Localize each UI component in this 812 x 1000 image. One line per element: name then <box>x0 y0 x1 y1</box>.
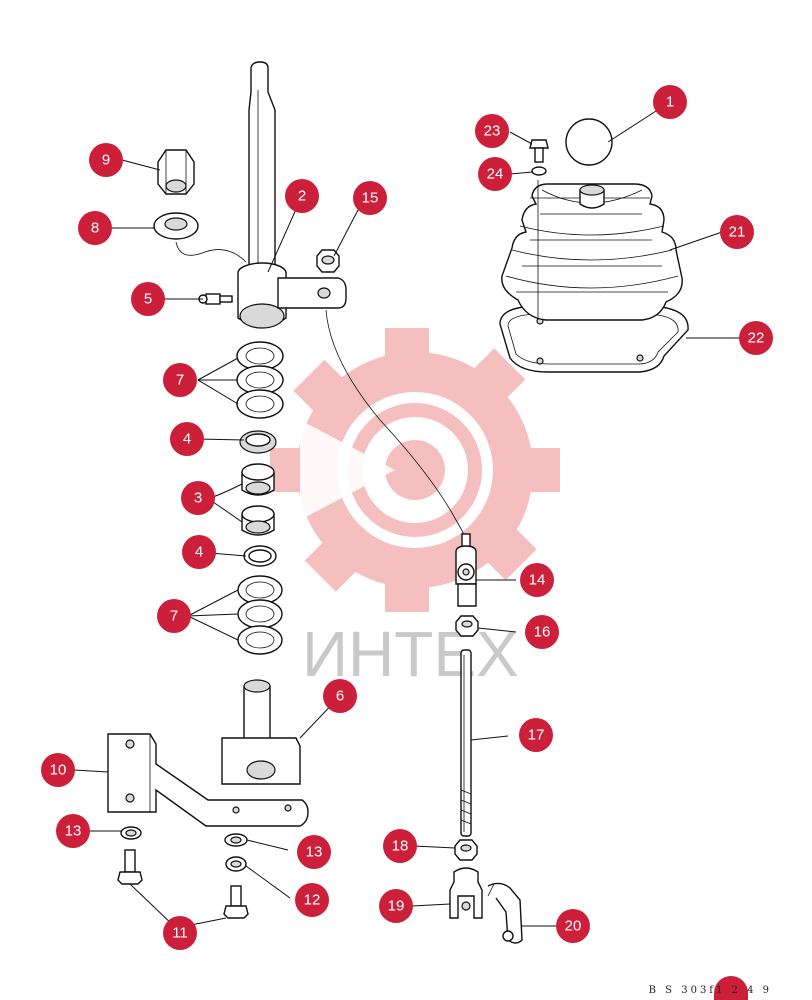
callout-13-left: 13 <box>56 814 90 848</box>
svg-text:3: 3 <box>194 490 202 507</box>
clevis-19 <box>449 867 483 919</box>
washer-stack-7-upper <box>236 341 284 419</box>
washer-8 <box>153 212 199 240</box>
svg-text:5: 5 <box>144 291 152 308</box>
bolt-11-right <box>223 885 249 919</box>
watermark-gear-logo <box>270 328 560 612</box>
callout-11: 11 <box>163 916 197 950</box>
svg-text:1: 1 <box>666 94 674 111</box>
nut-9 <box>157 149 195 195</box>
svg-text:8: 8 <box>91 220 99 237</box>
callout-7-lower: 7 <box>157 599 191 633</box>
ring-4-upper <box>239 430 277 454</box>
nut-15 <box>316 249 340 273</box>
nut-18 <box>454 839 478 861</box>
gear-lever-2 <box>175 61 347 329</box>
callout-10: 10 <box>41 753 75 787</box>
svg-text:24: 24 <box>487 166 504 183</box>
svg-text:13: 13 <box>65 823 82 840</box>
callout-1: 1 <box>653 85 687 119</box>
callout-23: 23 <box>475 114 509 148</box>
pivot-block-6 <box>221 679 301 785</box>
svg-text:22: 22 <box>748 330 765 347</box>
callout-13-right: 13 <box>297 835 331 869</box>
leader-lines <box>73 101 740 929</box>
boot-21 <box>501 180 683 321</box>
callout-7-upper: 7 <box>163 363 197 397</box>
callout-4-lower: 4 <box>182 535 216 569</box>
spring-clip-20 <box>487 882 523 944</box>
bushing-3-lower <box>241 505 275 536</box>
washer-24 <box>531 166 547 176</box>
callout-5: 5 <box>131 282 165 316</box>
callout-17: 17 <box>519 718 553 752</box>
callout-4-upper: 4 <box>170 422 204 456</box>
callout-24: 24 <box>478 157 512 191</box>
callout-18: 18 <box>383 829 417 863</box>
callout-16: 16 <box>525 615 559 649</box>
svg-text:20: 20 <box>565 918 582 935</box>
callout-6: 6 <box>323 679 357 713</box>
callout-12: 12 <box>295 883 329 917</box>
callout-20: 20 <box>556 909 590 943</box>
ring-4-lower <box>243 545 277 567</box>
grease-nipple-5 <box>198 293 233 305</box>
callout-2: 2 <box>285 179 319 213</box>
svg-text:2: 2 <box>298 188 306 205</box>
bolt-11-left <box>117 849 143 885</box>
code-badge <box>714 976 748 1000</box>
svg-text:9: 9 <box>102 152 110 169</box>
svg-text:16: 16 <box>534 624 551 641</box>
svg-text:6: 6 <box>336 688 344 705</box>
callout-9: 9 <box>89 143 123 177</box>
callout-3: 3 <box>181 481 215 515</box>
drawing-code: B S 303f1 2 4 9 <box>648 985 772 996</box>
washer-stack-7-lower <box>237 575 283 655</box>
washer-13-right <box>224 833 248 847</box>
bracket-10 <box>107 733 309 827</box>
svg-text:18: 18 <box>392 838 409 855</box>
svg-text:10: 10 <box>50 762 67 779</box>
watermark-text: ИНТЕХ <box>302 618 519 690</box>
cable-line <box>325 309 469 549</box>
svg-text:4: 4 <box>195 544 203 561</box>
callout-8: 8 <box>78 211 112 245</box>
washer-12 <box>225 856 247 872</box>
svg-text:7: 7 <box>176 372 184 389</box>
callout-19: 19 <box>379 889 413 923</box>
callout-15: 15 <box>353 181 387 215</box>
bushing-3-upper <box>241 463 275 496</box>
svg-text:14: 14 <box>529 572 546 589</box>
washer-13-left <box>120 826 142 840</box>
svg-text:13: 13 <box>306 844 323 861</box>
callout-22: 22 <box>739 321 773 355</box>
nut-16 <box>455 615 479 637</box>
rod-17 <box>460 649 472 837</box>
svg-text:23: 23 <box>484 123 501 140</box>
svg-text:19: 19 <box>388 898 405 915</box>
svg-text:7: 7 <box>170 608 178 625</box>
callout-14: 14 <box>520 563 554 597</box>
svg-text:21: 21 <box>729 224 746 241</box>
svg-text:15: 15 <box>362 190 379 207</box>
svg-text:17: 17 <box>528 727 545 744</box>
ball-joint-14 <box>455 533 477 607</box>
svg-text:11: 11 <box>172 925 188 942</box>
bolt-23 <box>529 139 549 163</box>
svg-text:4: 4 <box>183 431 191 448</box>
knob-1 <box>565 118 613 166</box>
svg-text:12: 12 <box>304 892 321 909</box>
callout-21: 21 <box>720 215 754 249</box>
